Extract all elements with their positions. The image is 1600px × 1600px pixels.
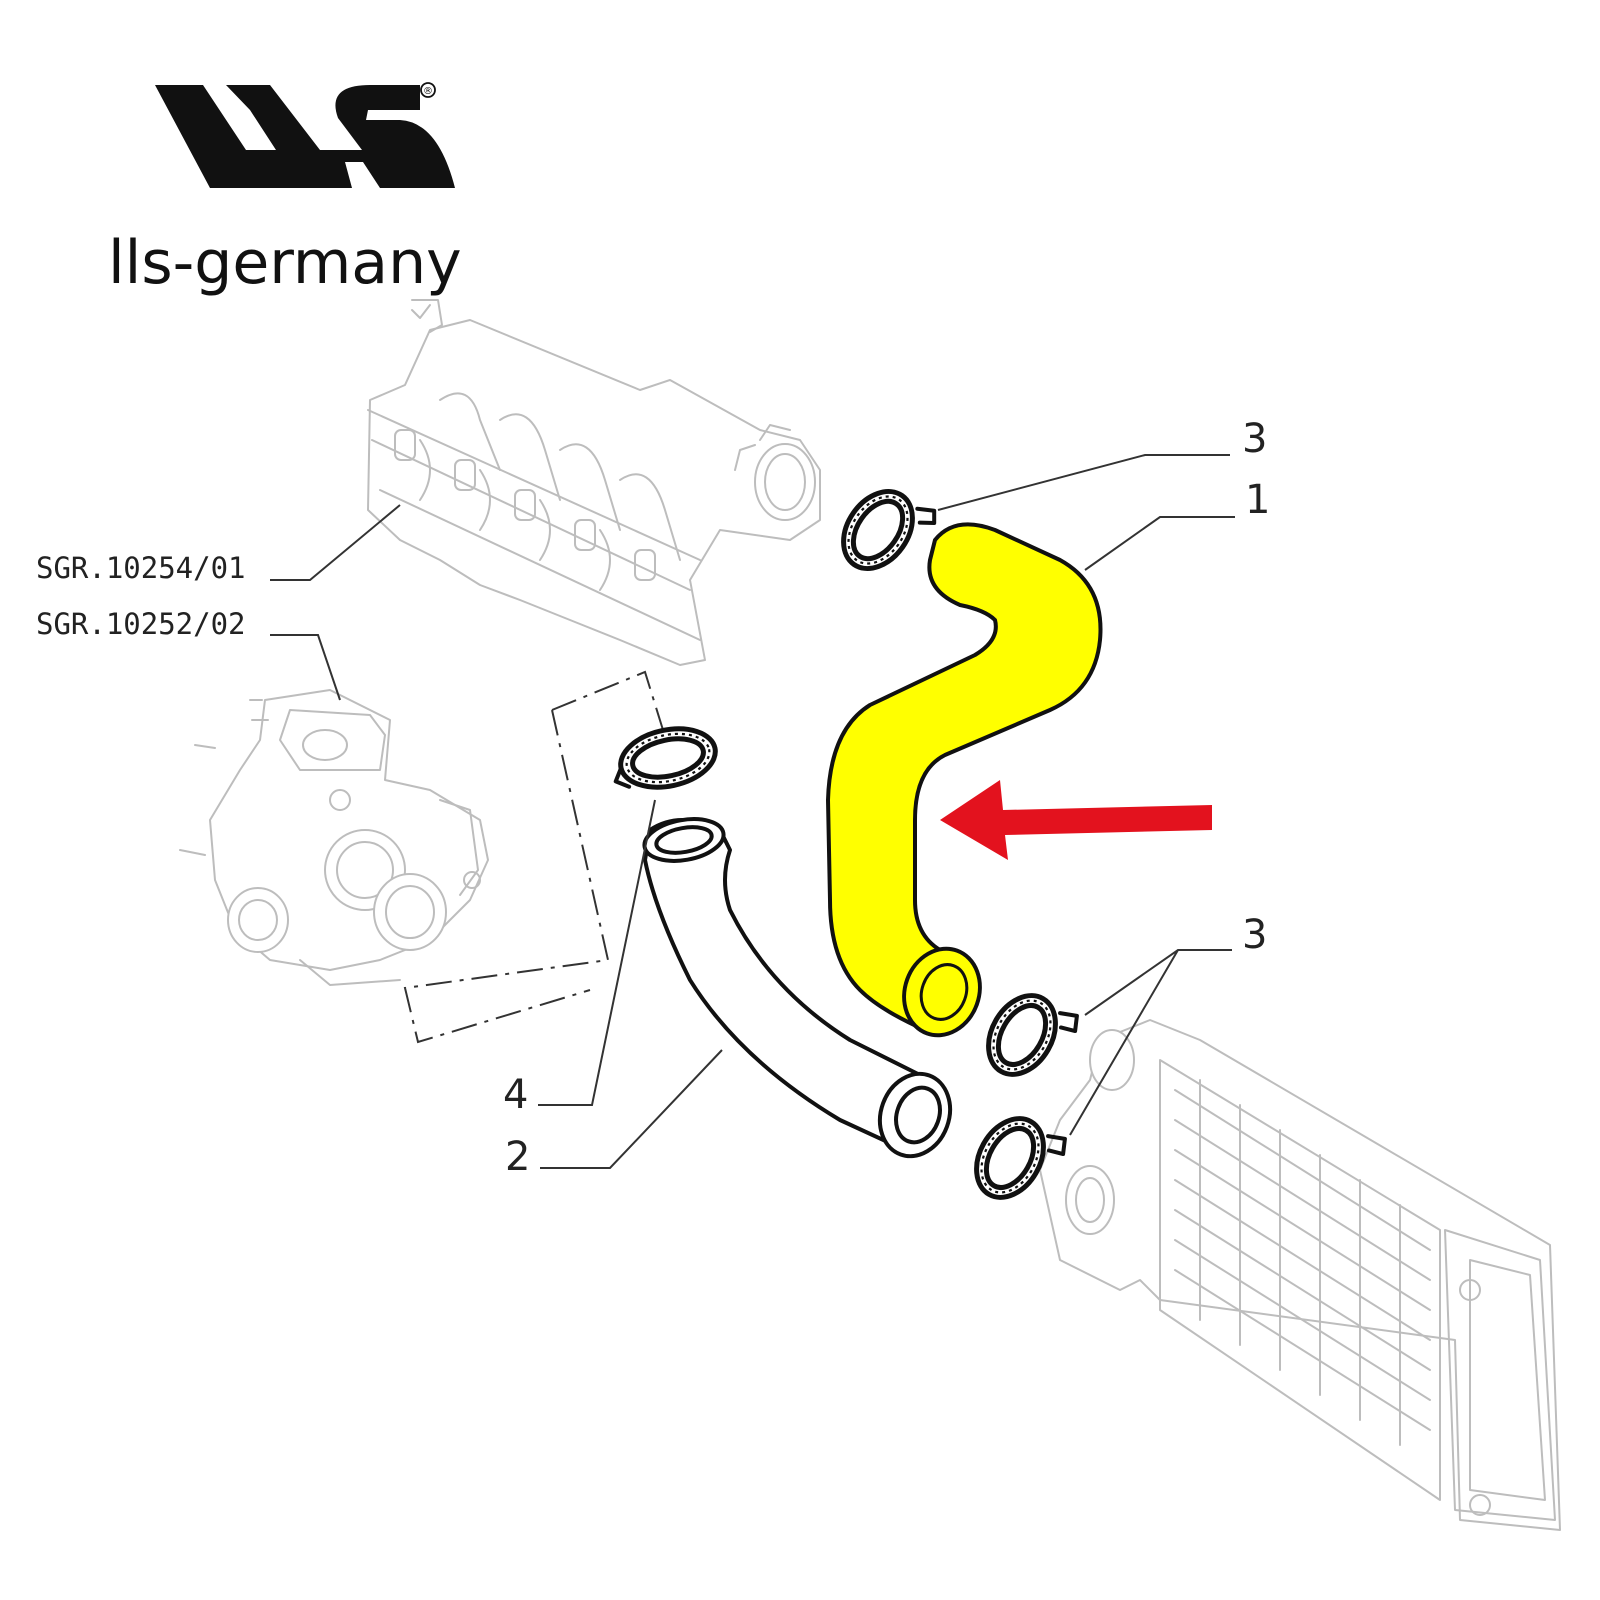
callout-clamp-bottom-leader: [1069, 949, 1232, 1136]
logo-mark: [155, 85, 455, 188]
callout-clamp-bottom: 3: [1242, 912, 1267, 958]
callout-clamp-small: 4: [503, 1072, 528, 1118]
reference-turbo-leader: [270, 634, 341, 701]
intercooler-drawing: [1039, 1019, 1561, 1531]
hose-1-end-inner: [919, 963, 969, 1021]
hose-1-body: [826, 522, 1103, 1032]
reference-labels: SGR.10254/01 SGR.10252/02: [36, 504, 401, 701]
callout-hose-lower-leader: [540, 1049, 723, 1169]
hose-2-bottom-end: [877, 1071, 953, 1159]
turbocharger-drawing: [179, 689, 489, 986]
hose-2-top-inner: [654, 825, 714, 855]
hose-2: [642, 817, 953, 1159]
hose-clamp-small: [613, 726, 718, 790]
dash-dot-bracket: [403, 670, 664, 1044]
callout-hose-main: 1: [1245, 477, 1270, 523]
callout-clamp-top: 3: [1242, 416, 1267, 462]
reference-manifold-leader: [270, 504, 401, 581]
callout-clamp-small-leader: [538, 799, 656, 1106]
hose-clamp-bottom-upper: [986, 993, 1079, 1077]
registered-mark: ®: [423, 86, 433, 97]
hose-2-bottom-inner: [894, 1085, 942, 1145]
reference-turbo: SGR.10252/02: [36, 607, 246, 641]
intake-manifold-drawing: [367, 299, 821, 666]
hose-clamp-top: [841, 489, 937, 571]
callout-hose-main-leader: [1084, 516, 1235, 571]
brand-name: lls-germany: [108, 228, 462, 298]
brand-logo: ® lls-germany: [108, 82, 462, 298]
callouts: 3 1 3 4 2: [503, 416, 1270, 1180]
callout-hose-lower: 2: [505, 1134, 530, 1180]
hose-2-body: [643, 818, 922, 1152]
reference-manifold: SGR.10254/01: [36, 551, 246, 585]
registered-mark-ring: [420, 82, 436, 98]
highlight-arrow: [940, 780, 1212, 860]
callout-clamp-top-leader: [937, 454, 1230, 511]
hose-1-highlighted: [826, 522, 1103, 1038]
hose-clamp-bottom-lower: [974, 1116, 1067, 1200]
